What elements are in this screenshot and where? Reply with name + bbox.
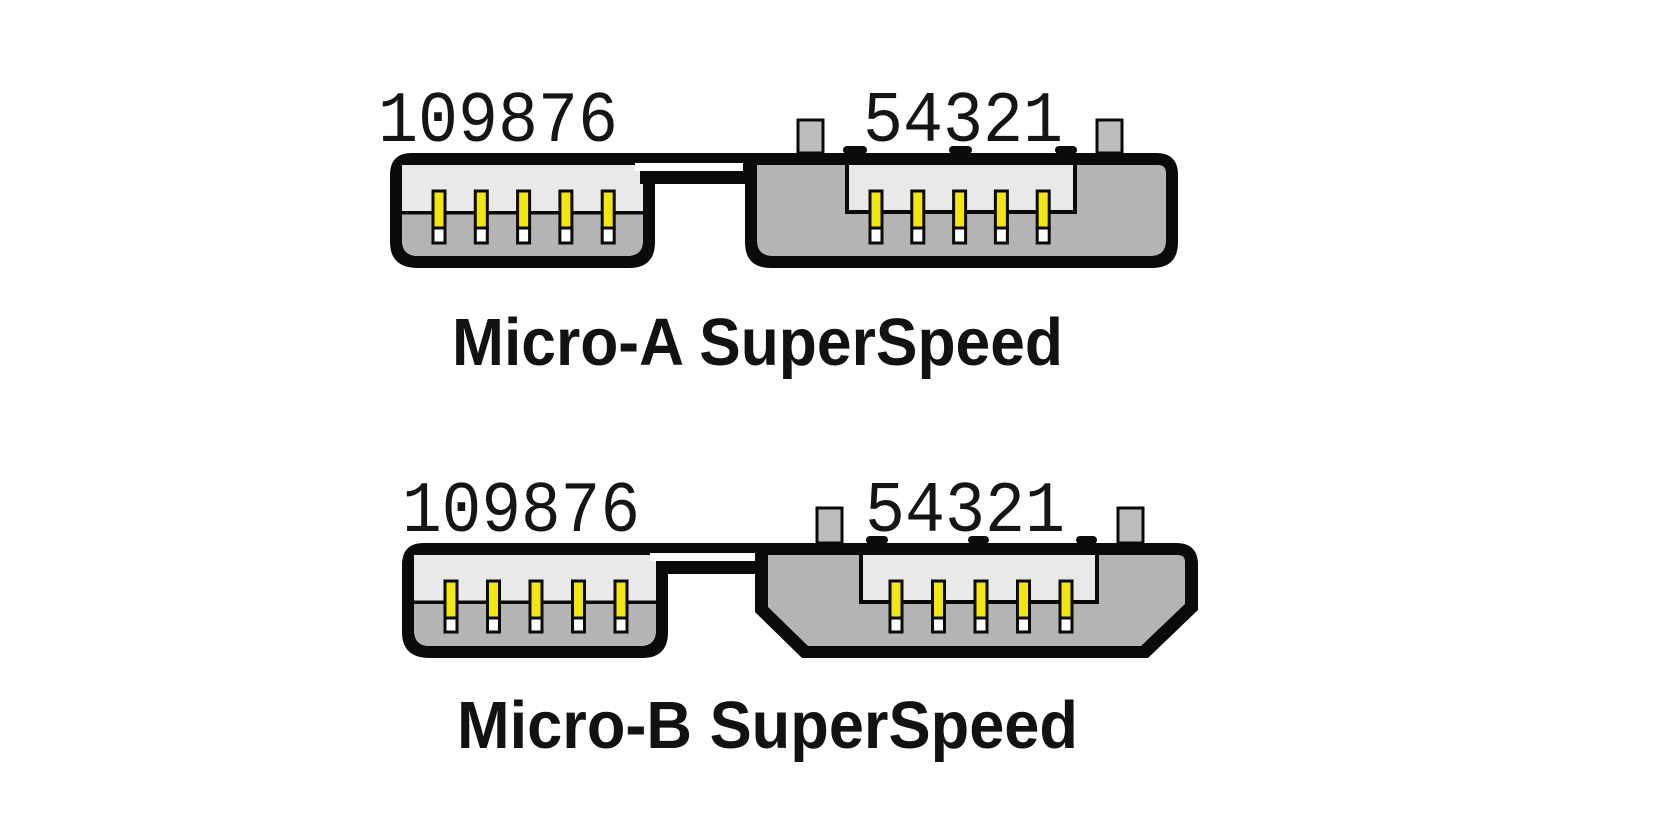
micro-b-left-latch-tab: [815, 506, 844, 545]
micro-a-left-pins: [431, 189, 616, 245]
pin-segment: [888, 616, 904, 634]
micro-b-bridge-slot: [650, 553, 755, 561]
pin-segment: [486, 579, 501, 620]
micro-a-contact-dash: [843, 146, 867, 154]
micro-b-contact-dash: [968, 536, 989, 544]
micro-a-caption: Micro-A SuperSpeed: [452, 305, 1063, 380]
micro-b-right-pin-numbers: 54321: [865, 471, 1065, 553]
micro-a-connector: 109876 54321 Micro-A SuperSpeed: [378, 81, 1178, 380]
pin-segment: [931, 616, 946, 634]
pin-segment: [486, 616, 501, 634]
pin-segment: [1058, 579, 1074, 620]
pin-segment: [952, 189, 968, 230]
micro-a-right-latch-tab: [1095, 118, 1124, 155]
pin-segment: [431, 226, 447, 245]
micro-b-left-pin-numbers: 109876: [402, 471, 640, 553]
pin-segment: [993, 226, 1009, 245]
micro-a-contact-dash: [1055, 146, 1077, 154]
pin-segment: [431, 189, 447, 230]
pin-segment: [528, 579, 544, 620]
pin-segment: [600, 226, 616, 245]
micro-b-contact-dash: [866, 536, 888, 544]
pin-segment: [473, 189, 489, 230]
pin-segment: [1035, 226, 1051, 245]
pin-segment: [613, 616, 629, 634]
pin-segment: [868, 226, 884, 245]
micro-a-contact-dash: [949, 146, 972, 154]
pin-segment: [952, 226, 968, 245]
pin-segment: [1035, 189, 1051, 230]
micro-b-right-pins: [888, 579, 1074, 634]
pin-segment: [443, 579, 459, 620]
pin-segment: [1016, 579, 1031, 620]
pin-segment: [868, 189, 884, 230]
micro-a-right-pin-numbers: 54321: [863, 81, 1063, 163]
pin-segment: [973, 579, 989, 620]
micro-a-left-latch-tab: [796, 118, 825, 155]
pin-segment: [571, 579, 586, 620]
micro-b-caption: Micro-B SuperSpeed: [457, 688, 1078, 763]
pin-segment: [910, 189, 926, 230]
micro-a-right-pins: [868, 189, 1051, 245]
pin-segment: [516, 189, 532, 230]
pin-segment: [613, 579, 629, 620]
micro-a-left-pin-numbers: 109876: [378, 81, 618, 163]
pin-segment: [473, 226, 489, 245]
pin-segment: [571, 616, 586, 634]
pin-segment: [600, 189, 616, 230]
pin-segment: [1016, 616, 1031, 634]
pin-segment: [558, 189, 574, 230]
pin-segment: [888, 579, 904, 620]
pin-segment: [516, 226, 532, 245]
micro-b-connector: 109876 54321 Micro-B SuperSpeed: [402, 471, 1198, 763]
pin-segment: [910, 226, 926, 245]
micro-b-left-pins: [443, 579, 629, 634]
pin-segment: [558, 226, 574, 245]
pin-segment: [973, 616, 989, 634]
pin-segment: [993, 189, 1009, 230]
pin-segment: [443, 616, 459, 634]
micro-b-contact-dash: [1076, 536, 1097, 544]
micro-b-right-latch-tab: [1116, 506, 1145, 545]
pin-segment: [931, 579, 946, 620]
micro-a-bridge-slot: [635, 163, 743, 171]
pin-segment: [528, 616, 544, 634]
pin-segment: [1058, 616, 1074, 634]
